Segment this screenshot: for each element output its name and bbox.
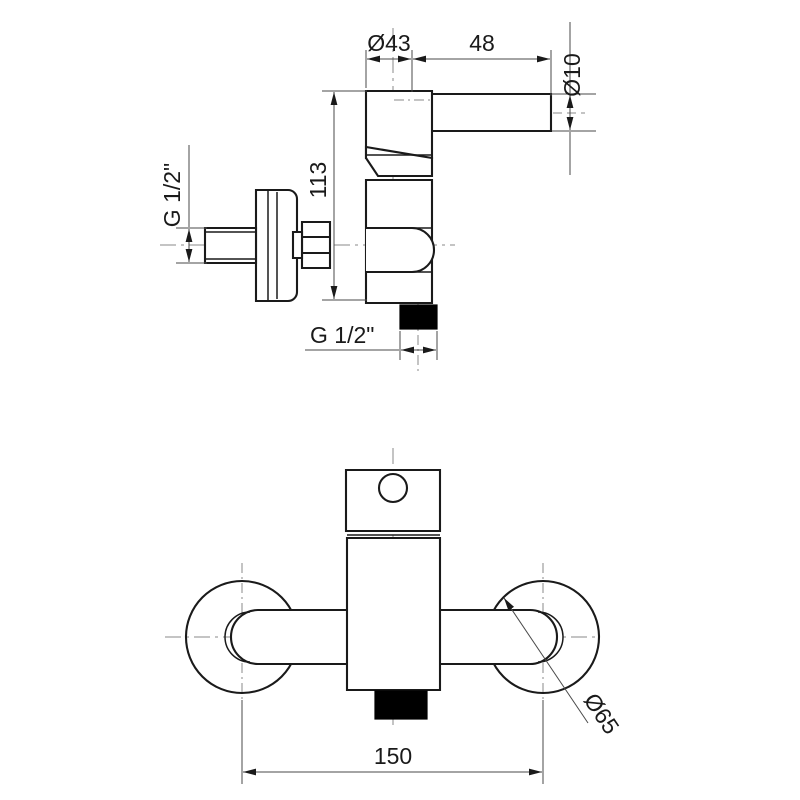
right-inlet-arm xyxy=(424,608,559,666)
thread-outlet-label: G 1/2" xyxy=(310,322,374,348)
h113-label: 113 xyxy=(305,162,331,199)
dia43-label: Ø43 xyxy=(367,30,410,56)
outlet-thread-block xyxy=(399,304,438,330)
inlet-arm-tube xyxy=(366,226,436,274)
dia65-leader-line xyxy=(503,597,589,724)
front-elevation-view: Ø65 150 xyxy=(165,448,625,784)
thread-inlet-label: G 1/2" xyxy=(159,163,185,227)
front-main-body xyxy=(345,536,442,692)
lever-pivot-hole xyxy=(377,472,409,504)
left-inlet-inner-arc xyxy=(224,611,251,663)
dimension-dia43: Ø43 xyxy=(365,30,413,92)
side-elevation-view: Ø43 48 Ø10 113 xyxy=(159,22,596,375)
dimension-thread-outlet: G 1/2" xyxy=(305,322,438,360)
inlet-thread-spigot xyxy=(203,226,258,265)
dimension-150: 150 xyxy=(241,700,544,784)
front-top-cap xyxy=(344,468,442,533)
len48-label: 48 xyxy=(469,30,495,56)
sealing-collar xyxy=(291,230,304,260)
dimension-113: 113 xyxy=(305,90,367,301)
lever-handle-rod xyxy=(429,92,553,133)
hex-nut xyxy=(300,220,332,270)
dia10-label: Ø10 xyxy=(559,53,585,96)
right-inlet-inner-arc xyxy=(537,611,564,663)
front-outlet-thread-block xyxy=(374,690,428,720)
dimension-dia10: Ø10 xyxy=(552,22,596,175)
w150-label: 150 xyxy=(374,743,412,769)
dimension-thread-inlet: G 1/2" xyxy=(159,145,207,264)
dimension-48: 48 xyxy=(413,30,552,96)
